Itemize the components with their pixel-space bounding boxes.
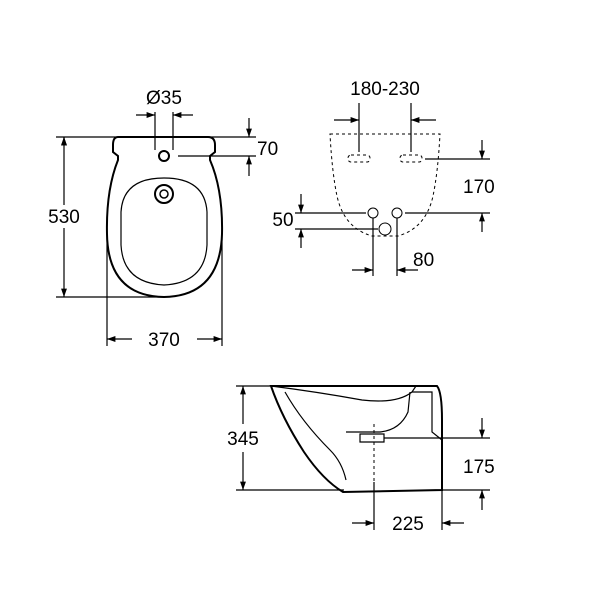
tap-hole <box>158 150 170 162</box>
rear-view: 180-230 170 50 80 <box>272 79 495 276</box>
bidet-top-outline <box>105 136 224 299</box>
right-fixing-slot <box>399 154 423 163</box>
height-label: 345 <box>227 429 259 450</box>
pedestal-profile <box>346 391 411 433</box>
fixing-height-label: 170 <box>463 177 495 198</box>
bidet-rear-outline <box>329 133 441 237</box>
left-fixing-slot <box>347 154 371 163</box>
bowl-inner-outline <box>120 177 208 286</box>
inner-wall <box>284 391 347 481</box>
waste-outlet <box>378 222 392 236</box>
right-supply-hole <box>391 207 403 219</box>
hole-offset-label: 70 <box>257 139 278 160</box>
outlet-height-label: 175 <box>463 457 495 478</box>
depth-label: 530 <box>48 207 80 228</box>
outlet-distance-label: 225 <box>392 514 424 535</box>
supply-height-label: 50 <box>272 210 293 231</box>
wall-plate <box>412 391 443 441</box>
supply-spacing-label: 80 <box>413 250 434 271</box>
bidet-side-outline <box>269 385 443 494</box>
bowl-section <box>270 385 417 402</box>
drain-inner <box>159 189 169 199</box>
hole-diameter-label: Ø35 <box>146 88 182 109</box>
outlet-pipe <box>359 433 385 443</box>
left-supply-hole <box>367 207 379 219</box>
fixing-spacing-label: 180-230 <box>350 79 420 100</box>
top-view: Ø35 70 530 370 <box>48 88 278 351</box>
width-label: 370 <box>148 330 180 351</box>
side-view: 345 175 225 <box>227 385 495 535</box>
